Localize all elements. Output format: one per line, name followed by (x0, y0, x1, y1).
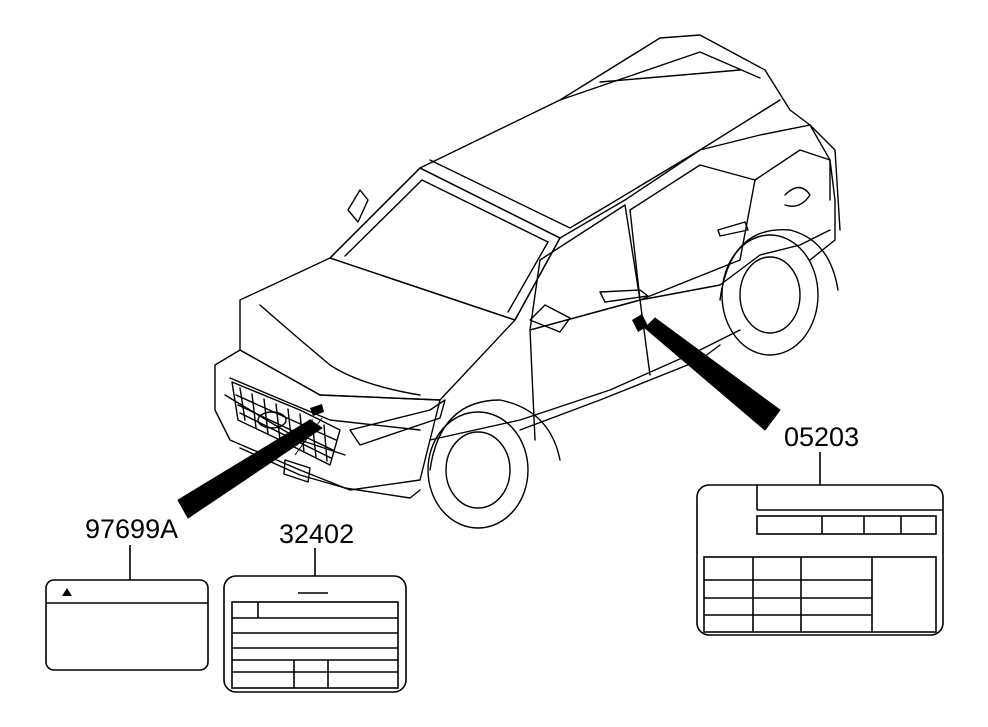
vehicle-drawing (214, 34, 841, 529)
leader-to-door-label (632, 314, 781, 431)
spec-label (223, 548, 407, 693)
caution-label (45, 545, 209, 671)
leader-to-front-label (177, 404, 324, 519)
tire-label (696, 452, 944, 636)
warning-triangle-icon (62, 588, 72, 596)
part-number-32402: 32402 (279, 519, 355, 549)
part-number-97699a: 97699A (85, 514, 179, 544)
part-number-05203: 05203 (784, 422, 860, 452)
